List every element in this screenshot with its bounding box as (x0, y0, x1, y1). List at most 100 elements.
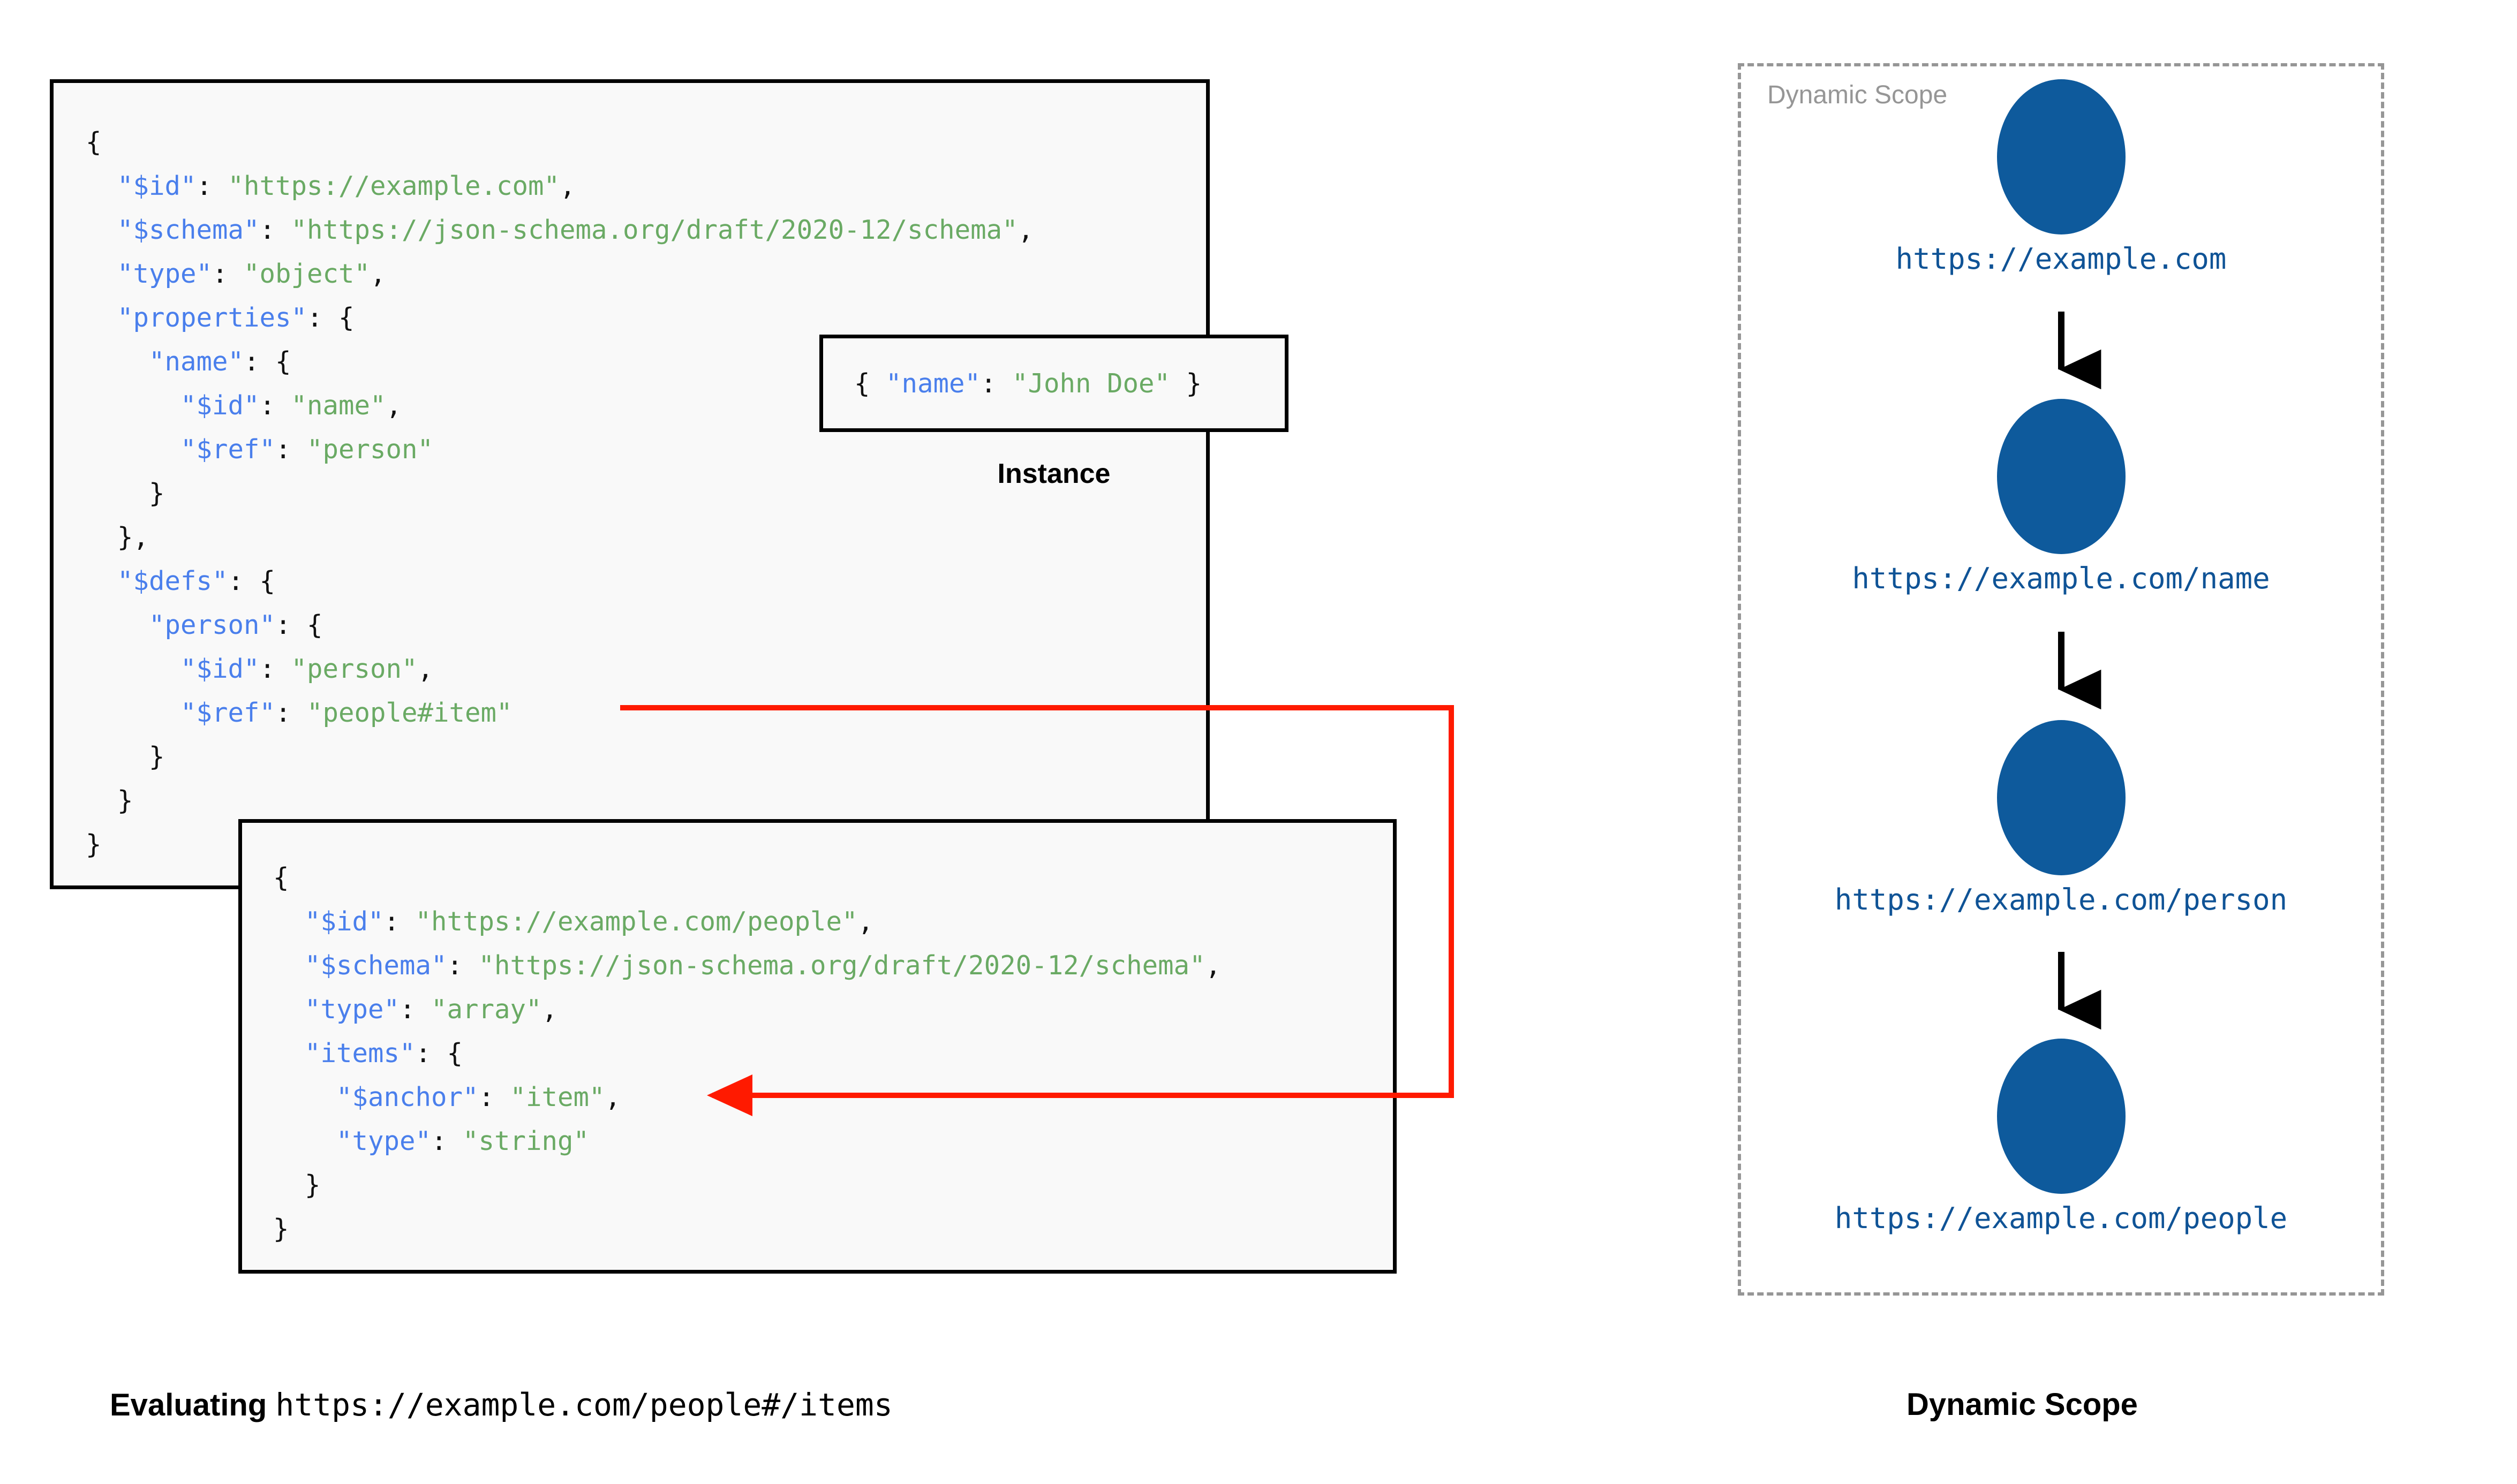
json-punct: : { (244, 346, 291, 377)
json-punct: } (1170, 368, 1202, 399)
json-string: "person" (307, 434, 434, 465)
json-key: "$ref" (180, 434, 276, 465)
scope-node-label: https://example.com/people (1834, 1201, 2288, 1235)
json-punct: : (478, 1082, 510, 1112)
json-punct: }, (86, 522, 149, 552)
people-schema-line: { (273, 856, 1221, 900)
json-key: "name" (149, 346, 244, 377)
people-schema-line: "$anchor": "item", (273, 1076, 1221, 1119)
json-key: "$ref" (180, 698, 276, 728)
json-punct: : { (275, 610, 323, 640)
people-schema-line: "type": "string" (273, 1119, 1221, 1163)
instance-caption: Instance (997, 458, 1111, 489)
json-string: "array" (431, 994, 542, 1025)
json-string: "item" (510, 1082, 605, 1112)
json-key: "$defs" (117, 566, 228, 596)
json-punct (273, 906, 305, 937)
json-key: "$id" (117, 171, 197, 201)
json-punct: : { (228, 566, 276, 596)
json-punct: : (431, 1126, 463, 1156)
json-punct: , (857, 906, 874, 937)
json-punct (86, 610, 149, 640)
root-schema-line: "$id": "person", (86, 647, 1034, 691)
scope-node-2: https://example.com/person (1738, 720, 2384, 917)
root-schema-line: "name": { (86, 340, 1034, 384)
instance-line: { "name": "John Doe" } (854, 362, 1202, 406)
root-schema-line: } (86, 472, 1034, 516)
json-key: "type" (336, 1126, 432, 1156)
json-punct: : (259, 390, 291, 421)
json-punct (86, 215, 117, 245)
json-string: "person" (291, 654, 418, 684)
scope-node-circle-icon (1996, 399, 2126, 554)
people-schema-line: } (273, 1207, 1221, 1251)
json-key: "items" (305, 1038, 416, 1069)
json-punct (273, 950, 305, 981)
json-punct: : { (415, 1038, 463, 1069)
json-punct: : (259, 654, 291, 684)
instance-code: { "name": "John Doe" } (854, 362, 1202, 406)
json-punct (86, 390, 180, 421)
people-schema-line: "$id": "https://example.com/people", (273, 900, 1221, 944)
json-punct: } (273, 1170, 321, 1200)
json-punct: : { (307, 302, 355, 333)
people-schema-box: { "$id": "https://example.com/people", "… (238, 819, 1397, 1274)
root-schema-line: "properties": { (86, 296, 1034, 340)
scope-node-label: https://example.com/name (1852, 562, 2270, 595)
json-punct (86, 171, 117, 201)
evaluating-caption: Evaluating https://example.com/people#/i… (110, 1387, 893, 1423)
json-string: "string" (463, 1126, 590, 1156)
json-punct: : (400, 994, 432, 1025)
json-punct: , (1018, 215, 1034, 245)
people-schema-line: "type": "array", (273, 988, 1221, 1032)
json-punct: } (86, 785, 133, 816)
json-punct: , (1205, 950, 1222, 981)
scope-node-label: https://example.com/person (1834, 883, 2288, 917)
json-key: "$anchor" (336, 1082, 479, 1112)
json-punct: , (560, 171, 576, 201)
json-punct: : (447, 950, 479, 981)
json-punct: , (605, 1082, 621, 1112)
json-key: "properties" (117, 302, 307, 333)
root-schema-line: { (86, 120, 1034, 164)
root-schema-line: "$ref": "person" (86, 428, 1034, 472)
json-string: "object" (244, 259, 371, 289)
root-schema-line: "type": "object", (86, 252, 1034, 296)
root-schema-line: "$id": "https://example.com", (86, 164, 1034, 208)
root-schema-line: } (86, 735, 1034, 779)
json-punct (86, 434, 180, 465)
json-string: "name" (291, 390, 386, 421)
json-punct (86, 654, 180, 684)
json-punct (86, 259, 117, 289)
root-schema-line: "$ref": "people#item" (86, 691, 1034, 735)
json-punct: : (383, 906, 416, 937)
json-punct (86, 566, 117, 596)
json-punct: , (370, 259, 386, 289)
json-string: "https://json-schema.org/draft/2020-12/s… (478, 950, 1205, 981)
scope-node-circle-icon (1996, 720, 2126, 875)
people-schema-line: "$schema": "https://json-schema.org/draf… (273, 944, 1221, 988)
json-key: "$schema" (117, 215, 260, 245)
evaluating-uri: https://example.com/people#/items (275, 1387, 893, 1423)
root-schema-line: } (86, 779, 1034, 823)
people-schema-line: "items": { (273, 1032, 1221, 1076)
json-punct: } (86, 478, 165, 509)
json-punct (273, 994, 305, 1025)
json-punct: } (273, 1214, 289, 1244)
people-schema-code: { "$id": "https://example.com/people", "… (273, 856, 1221, 1251)
json-punct: , (541, 994, 558, 1025)
root-schema-line: }, (86, 516, 1034, 559)
json-punct (86, 346, 149, 377)
json-punct: } (86, 829, 102, 860)
json-string: "https://json-schema.org/draft/2020-12/s… (291, 215, 1018, 245)
scope-node-3: https://example.com/people (1738, 1039, 2384, 1235)
json-string: "https://example.com" (228, 171, 560, 201)
root-schema-line: "$defs": { (86, 559, 1034, 603)
json-punct: { (854, 368, 886, 399)
json-punct: { (86, 127, 102, 157)
json-punct: , (417, 654, 434, 684)
scope-node-circle-icon (1996, 79, 2126, 234)
json-string: "https://example.com/people" (415, 906, 858, 937)
dynamic-scope-caption: Dynamic Scope (1906, 1387, 2138, 1422)
